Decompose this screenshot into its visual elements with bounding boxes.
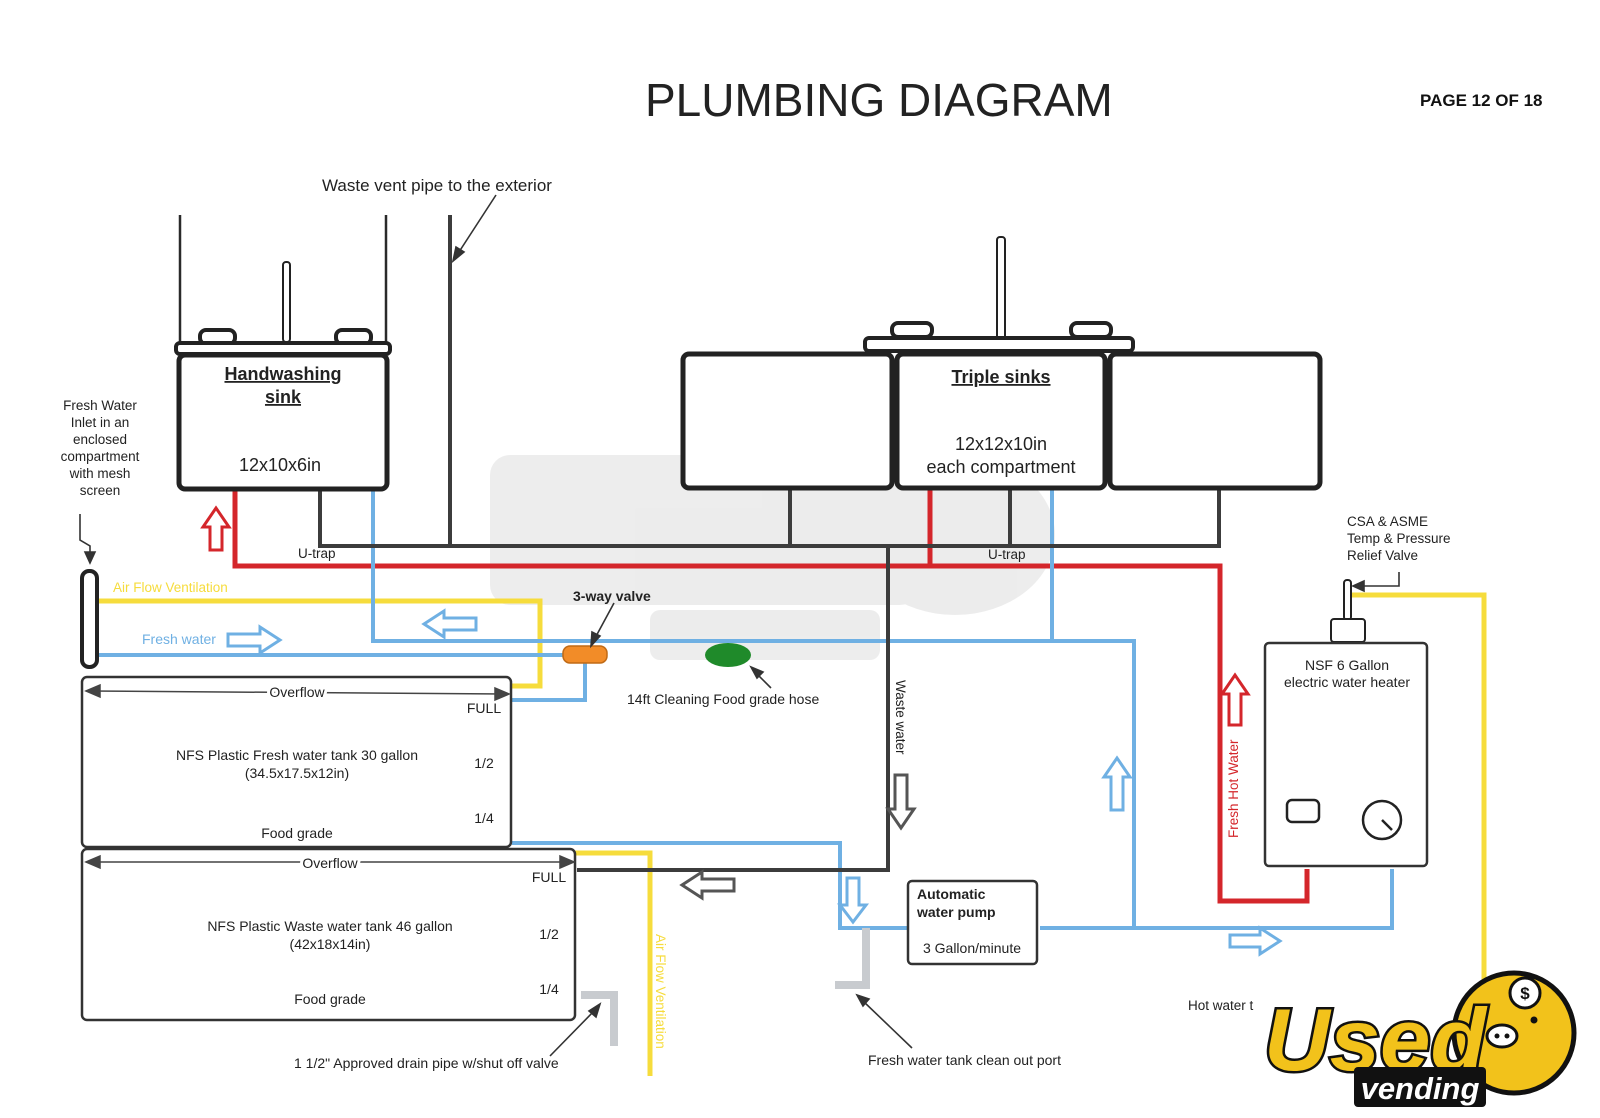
arrow-up-icon — [200, 505, 232, 552]
pump-rate: 3 Gallon/minute — [923, 940, 1021, 956]
waste-water-pipes — [318, 215, 1221, 872]
waste-tank-half-mark: 1/2 — [539, 926, 559, 942]
three-way-valve — [562, 645, 608, 664]
heater-name-line2: electric water heater — [1284, 674, 1410, 690]
fresh-tank-full-mark: FULL — [467, 700, 501, 716]
triple-sinks — [680, 236, 1323, 491]
water-heater — [1263, 579, 1429, 868]
waste-tank-dims: (42x18x14in) — [290, 936, 371, 952]
arrow-right-icon — [226, 624, 283, 656]
fresh-tank-name: NFS Plastic Fresh water tank 30 gallon — [176, 747, 418, 763]
svg-text:enclosed: enclosed — [73, 432, 127, 447]
logo-sub: vending — [1361, 1071, 1480, 1106]
arrow-left-icon — [679, 869, 736, 901]
arrow-down-icon — [836, 876, 870, 925]
drain-pipe — [581, 991, 618, 1046]
svg-text:Temp & Pressure: Temp & Pressure — [1347, 531, 1451, 546]
utrap-right-label: U-trap — [988, 547, 1026, 562]
waste-water-tank — [80, 847, 577, 1022]
air-flow-label-bottom: Air Flow Ventilation — [653, 934, 668, 1049]
svg-text:CSA & ASME: CSA & ASME — [1347, 514, 1428, 529]
fresh-tank-half-mark: 1/2 — [474, 755, 494, 771]
fresh-tank-quarter-mark: 1/4 — [474, 810, 494, 826]
dollar-coin-icon — [1508, 976, 1542, 1010]
fresh-water-label: Fresh water — [142, 631, 216, 647]
svg-text:screen: screen — [80, 483, 121, 498]
arrow-left-icon — [421, 608, 478, 640]
triple-sinks-name: Triple sinks — [951, 367, 1050, 387]
utrap-left-label: U-trap — [298, 546, 336, 561]
clean-out-port — [835, 928, 870, 989]
fresh-tank-grade: Food grade — [261, 825, 333, 841]
fresh-hot-water-label: Fresh Hot Water — [1226, 739, 1241, 838]
drain-pipe-label: 1 1/2" Approved drain pipe w/shut off va… — [294, 1055, 559, 1071]
used-vending-logo: $ Used vending — [1262, 970, 1577, 1107]
triple-sinks-size-line1: 12x12x10in — [955, 434, 1047, 454]
pump-name-line2: water pump — [916, 904, 996, 920]
waste-tank-full-mark: FULL — [532, 869, 566, 885]
waste-tank-overflow: Overflow — [302, 855, 358, 871]
pump-name-line1: Automatic — [917, 886, 986, 902]
heater-name-line1: NSF 6 Gallon — [1305, 657, 1389, 673]
flow-arrows — [200, 505, 1283, 957]
waste-tank-name: NFS Plastic Waste water tank 46 gallon — [207, 918, 452, 934]
fresh-tank-dims: (34.5x17.5x12in) — [245, 765, 349, 781]
svg-text:Inlet in an: Inlet in an — [71, 415, 130, 430]
fresh-water-pipes — [96, 488, 1394, 930]
svg-text:Relief Valve: Relief Valve — [1347, 548, 1418, 563]
handwashing-sink-name-line1: Handwashing — [224, 364, 341, 384]
waste-tank-grade: Food grade — [294, 991, 366, 1007]
arrow-down-icon — [885, 773, 917, 831]
handwashing-sink — [174, 215, 392, 492]
heater-control-icon — [1285, 798, 1321, 824]
vent-pipe-label: Waste vent pipe to the exterior — [322, 176, 552, 195]
hot-water-label: Hot water t — [1188, 998, 1254, 1013]
leader-lines — [79, 194, 1400, 1057]
waste-water-label: Waste water — [893, 680, 908, 755]
arrow-up-icon — [1219, 672, 1251, 727]
svg-text:with mesh: with mesh — [69, 466, 131, 481]
arrow-right-icon — [1228, 925, 1283, 957]
page-number: PAGE 12 OF 18 — [1420, 91, 1543, 110]
relief-valve-label: CSA & ASME Temp & Pressure Relief Valve — [1347, 514, 1451, 563]
svg-text:compartment: compartment — [61, 449, 140, 464]
arrow-up-icon — [1101, 755, 1133, 812]
svg-text:$: $ — [1520, 984, 1530, 1003]
three-way-valve-label: 3-way valve — [573, 588, 651, 604]
handwashing-sink-name-line2: sink — [265, 387, 302, 407]
page-title: PLUMBING DIAGRAM — [645, 74, 1113, 126]
fresh-tank-overflow-arrow — [84, 683, 511, 702]
water-pump — [906, 879, 1039, 966]
handwashing-sink-size: 12x10x6in — [239, 455, 321, 475]
waste-tank-overflow-arrow — [84, 854, 576, 870]
hose-label: 14ft Cleaning Food grade hose — [627, 691, 819, 707]
triple-sinks-size-line2: each compartment — [926, 457, 1075, 477]
fresh-inlet-label: Fresh Water Inlet in an enclosed compart… — [61, 398, 140, 498]
waste-tank-quarter-mark: 1/4 — [539, 981, 559, 997]
air-flow-label-top: Air Flow Ventilation — [113, 580, 228, 595]
fresh-water-tank — [80, 675, 513, 849]
svg-text:Fresh Water: Fresh Water — [63, 398, 137, 413]
clean-out-port-label: Fresh water tank clean out port — [868, 1052, 1061, 1068]
fresh-tank-overflow: Overflow — [269, 684, 325, 700]
hot-water-pipes — [232, 488, 1310, 904]
fresh-water-inlet — [80, 569, 99, 669]
cleaning-hose — [705, 643, 751, 667]
air-flow-pipes — [96, 592, 1487, 1076]
